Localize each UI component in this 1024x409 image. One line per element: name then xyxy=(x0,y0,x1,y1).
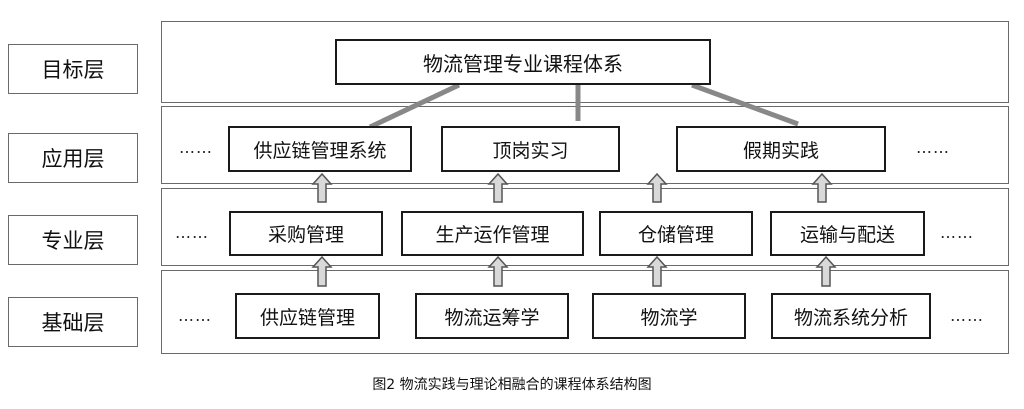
ellipsis-base-right: …… xyxy=(950,306,984,325)
app-node-vacation-practice: 假期实践 xyxy=(676,126,886,172)
pro-node-production: 生产运作管理 xyxy=(401,211,584,256)
ellipsis-base-left: …… xyxy=(178,306,212,325)
up-arrow-8 xyxy=(815,255,837,287)
pro-node-purchasing: 采购管理 xyxy=(229,211,383,256)
base-node-operations-research: 物流运筹学 xyxy=(415,293,569,339)
figure-caption: 图2 物流实践与理论相融合的课程体系结构图 xyxy=(372,377,652,393)
arrow-group xyxy=(311,172,837,287)
up-arrow-1 xyxy=(311,172,333,203)
up-arrow-5 xyxy=(311,255,333,287)
app-node-internship: 顶岗实习 xyxy=(441,126,620,172)
up-arrow-2 xyxy=(487,172,509,203)
layer-label-goal: 目标层 xyxy=(8,44,138,94)
pro-node-warehousing: 仓储管理 xyxy=(599,211,753,256)
layer-label-application: 应用层 xyxy=(8,133,138,183)
layer-label-professional: 专业层 xyxy=(8,215,138,265)
up-arrow-6 xyxy=(487,255,509,287)
layer-label-foundation: 基础层 xyxy=(8,297,138,347)
up-arrow-3 xyxy=(646,172,668,203)
base-node-system-analysis: 物流系统分析 xyxy=(771,293,931,339)
ellipsis-pro-right: …… xyxy=(940,223,974,242)
ellipsis-app-right: …… xyxy=(916,138,950,157)
connector-left xyxy=(368,82,461,130)
goal-node: 物流管理专业课程体系 xyxy=(335,39,711,85)
ellipsis-app-left: …… xyxy=(179,138,213,157)
base-node-logistics: 物流学 xyxy=(592,293,746,339)
base-node-supply-chain: 供应链管理 xyxy=(235,293,380,339)
app-node-supply-chain-system: 供应链管理系统 xyxy=(228,126,412,172)
connector-right xyxy=(691,82,799,127)
ellipsis-pro-left: …… xyxy=(175,223,209,242)
up-arrow-4 xyxy=(811,172,833,203)
up-arrow-7 xyxy=(646,255,668,287)
pro-node-transport: 运输与配送 xyxy=(770,211,925,256)
